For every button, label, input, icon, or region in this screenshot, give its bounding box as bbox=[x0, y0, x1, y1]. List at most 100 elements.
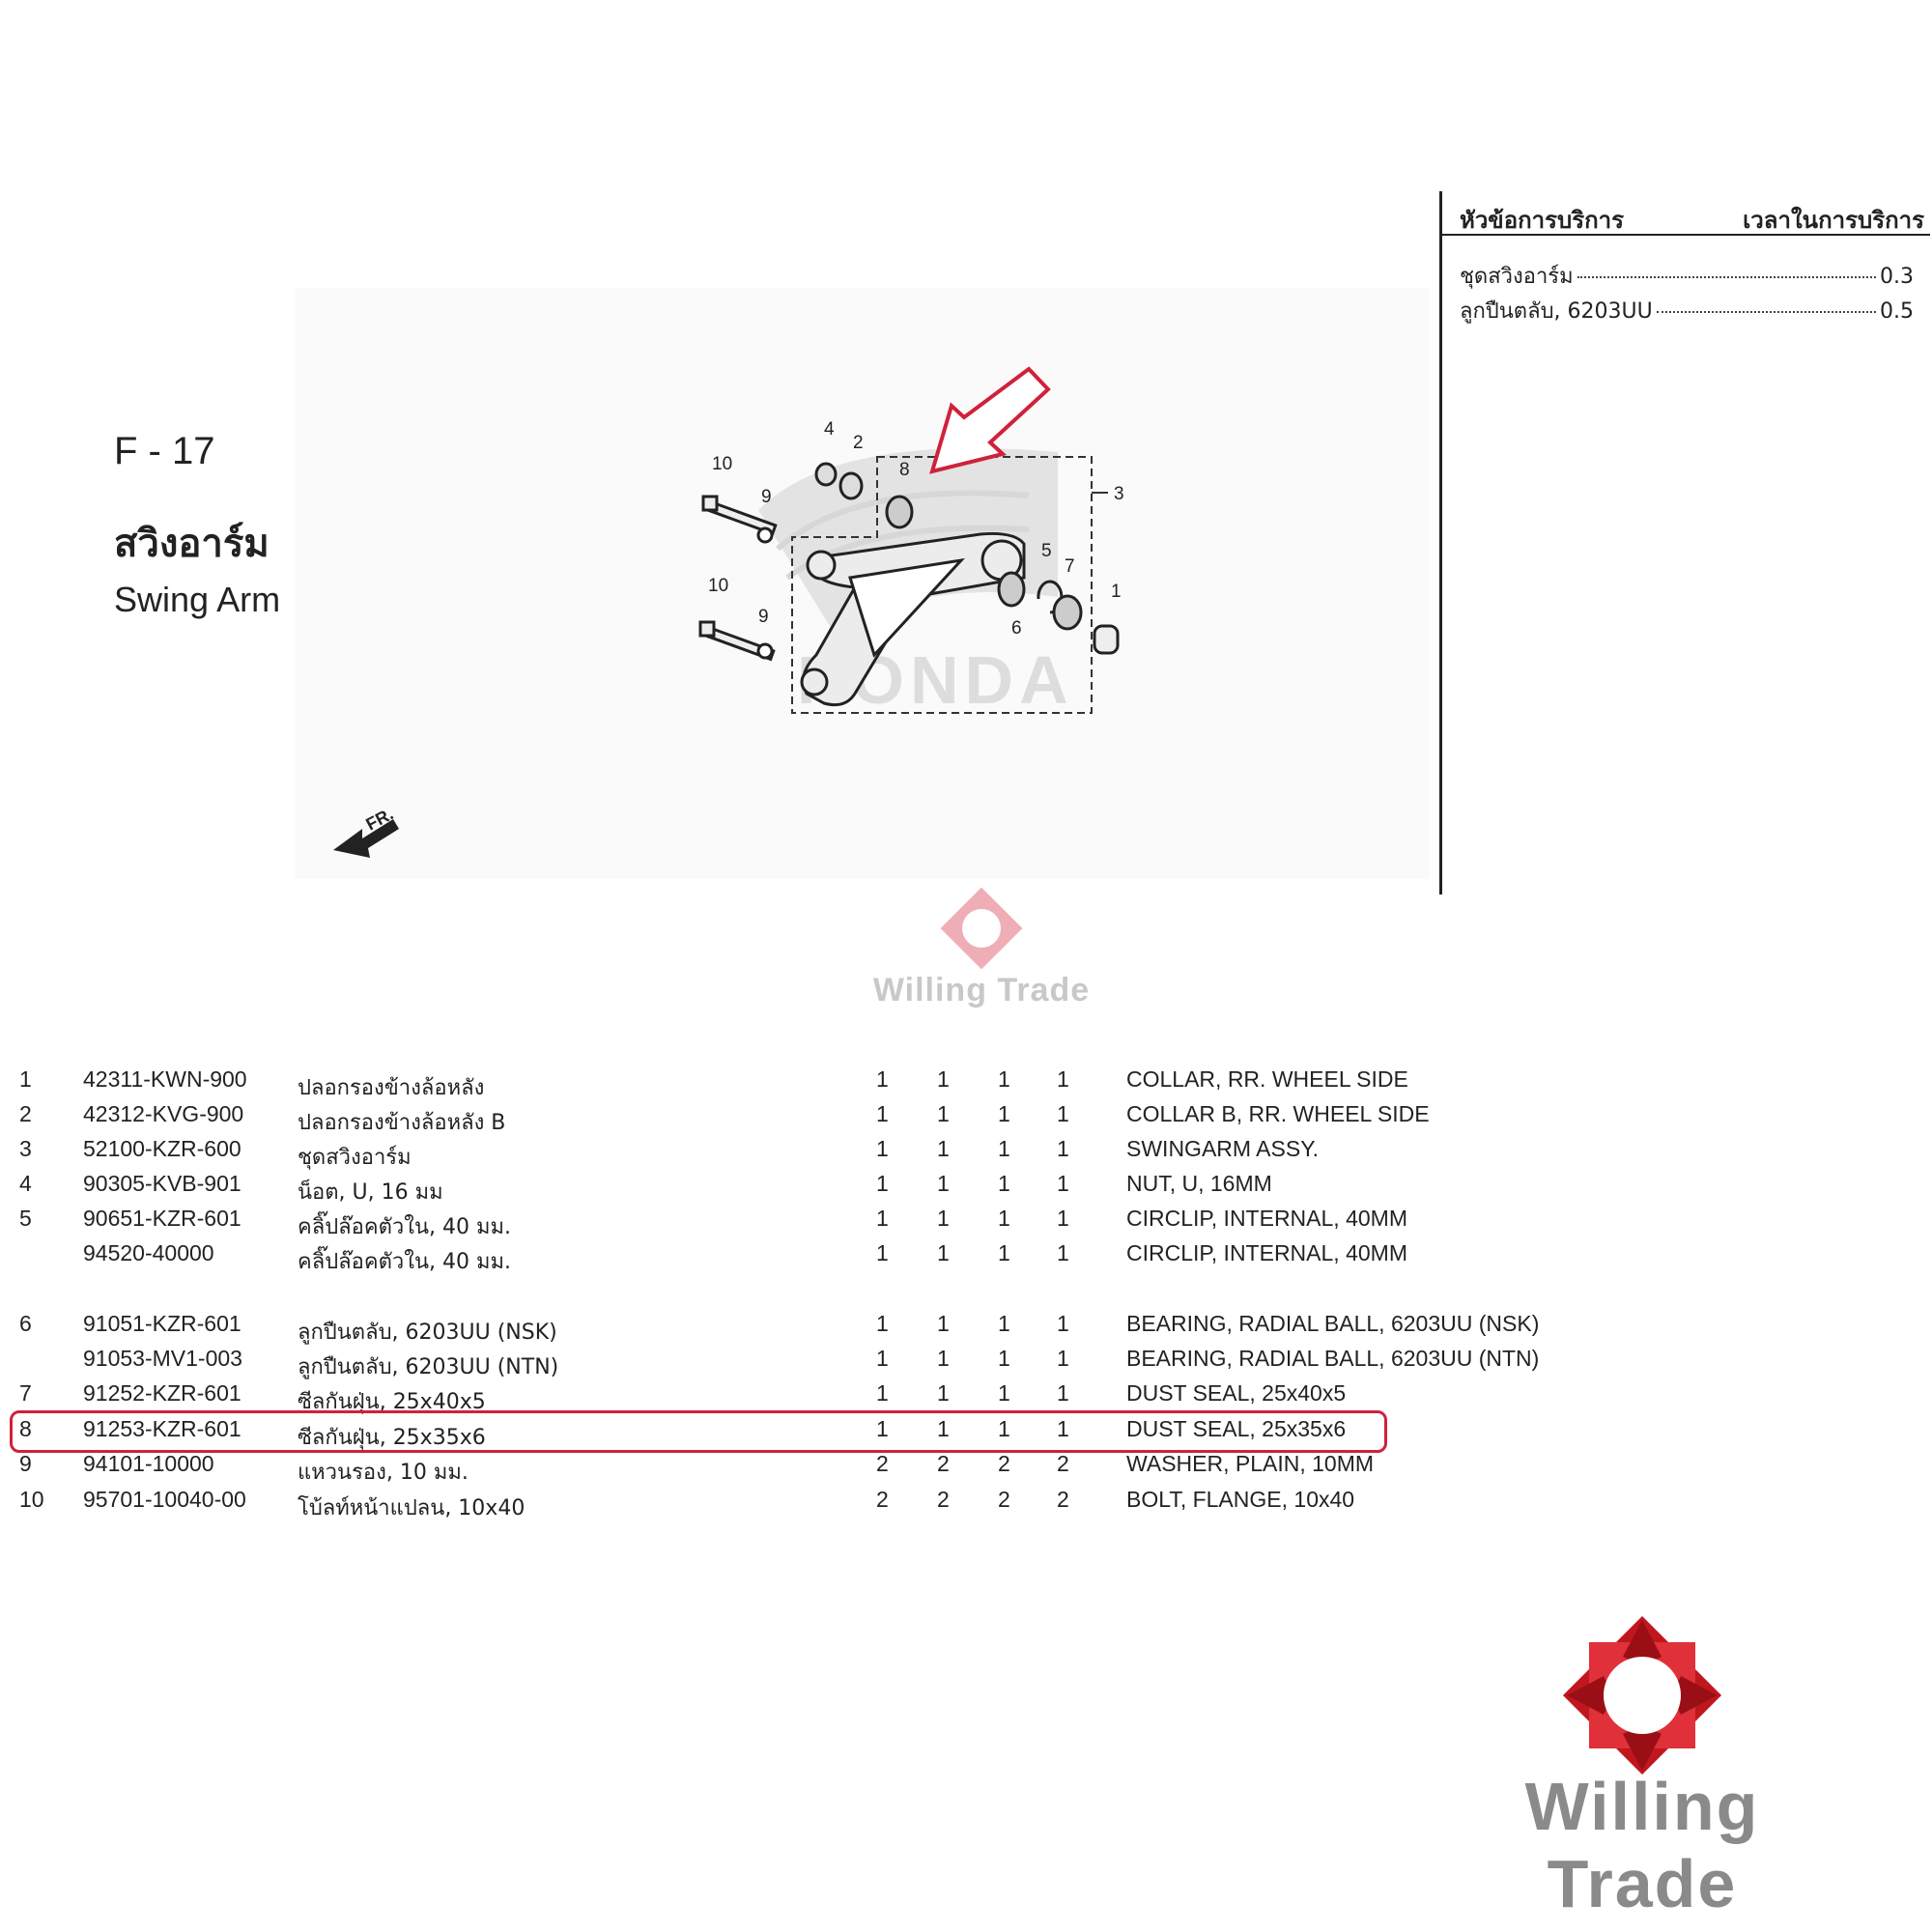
parts-row: 94520-40000 คลิ๊ปล๊อคตัวใน, 40 มม. 1 1 1… bbox=[0, 1236, 1932, 1274]
qty: 1 bbox=[998, 1066, 1010, 1092]
part-name-thai: ชุดสวิงอาร์ม bbox=[298, 1146, 412, 1170]
callout-label: 9 bbox=[761, 487, 772, 507]
part-index: 3 bbox=[19, 1136, 32, 1161]
service-panel-header: หัวข้อการบริการ เวลาในการบริการ bbox=[1442, 191, 1930, 236]
parts-row: 5 90651-KZR-601 คลิ๊ปล๊อคตัวใน, 40 มม. 1… bbox=[0, 1202, 1932, 1239]
callout-label: 9 bbox=[758, 607, 769, 627]
part-name-thai: โบ้ลท์หน้าแปลน, 10x40 bbox=[298, 1496, 526, 1520]
part-index: 7 bbox=[19, 1380, 32, 1406]
part-name-english: COLLAR B, RR. WHEEL SIDE bbox=[1126, 1101, 1430, 1126]
washer-lower bbox=[756, 642, 774, 660]
collar-part bbox=[1093, 624, 1120, 655]
assembly-bracket bbox=[791, 456, 1093, 714]
qty: 1 bbox=[937, 1101, 950, 1126]
swing-arm-part bbox=[800, 532, 1026, 707]
part-name-english: WASHER, PLAIN, 10MM bbox=[1126, 1451, 1375, 1476]
part-number: 42311-KWN-900 bbox=[83, 1066, 247, 1092]
callout-label: 5 bbox=[1041, 541, 1052, 561]
parts-row: 10 95701-10040-00 โบ้ลท์หน้าแปลน, 10x40 … bbox=[0, 1483, 1932, 1520]
qty: 2 bbox=[998, 1451, 1010, 1476]
part-number: 91053-MV1-003 bbox=[83, 1346, 242, 1371]
dust-seal-8-part bbox=[885, 495, 914, 529]
callout-label: 10 bbox=[712, 454, 732, 474]
qty: 2 bbox=[876, 1487, 889, 1512]
qty: 2 bbox=[937, 1487, 950, 1512]
part-index: 1 bbox=[19, 1066, 32, 1092]
qty: 1 bbox=[876, 1380, 889, 1406]
qty: 1 bbox=[998, 1171, 1010, 1196]
parts-row: 6 91051-KZR-601 ลูกปืนตลับ, 6203UU (NSK)… bbox=[0, 1307, 1932, 1345]
qty: 1 bbox=[937, 1346, 950, 1371]
qty: 2 bbox=[937, 1451, 950, 1476]
part-number: 94101-10000 bbox=[83, 1451, 214, 1476]
bolt-upper bbox=[701, 495, 778, 536]
part-number: 90305-KVB-901 bbox=[83, 1171, 242, 1196]
row-highlight-box bbox=[10, 1410, 1387, 1453]
part-index: 6 bbox=[19, 1311, 32, 1336]
part-name-english: COLLAR, RR. WHEEL SIDE bbox=[1126, 1066, 1408, 1092]
qty: 1 bbox=[937, 1136, 950, 1161]
washer-upper bbox=[756, 526, 774, 544]
service-row-label: ชุดสวิงอาร์ม bbox=[1460, 265, 1574, 289]
service-time-heading: เวลาในการบริการ bbox=[1743, 207, 1924, 234]
parts-row-highlighted: 8 91253-KZR-601 ซีลกันฝุ่น, 25x35x6 1 1 … bbox=[0, 1412, 1932, 1450]
exploded-diagram: HONDA 10 bbox=[295, 288, 1430, 879]
part-name-english: DUST SEAL, 25x40x5 bbox=[1126, 1380, 1347, 1406]
callout-label: 2 bbox=[853, 433, 864, 453]
qty: 1 bbox=[937, 1066, 950, 1092]
callout-label: 3 bbox=[1114, 484, 1124, 504]
qty: 1 bbox=[998, 1101, 1010, 1126]
qty: 1 bbox=[1057, 1346, 1069, 1371]
qty: 1 bbox=[937, 1206, 950, 1231]
part-name-english: SWINGARM ASSY. bbox=[1126, 1136, 1319, 1161]
qty: 1 bbox=[1057, 1311, 1069, 1336]
parts-row: 3 52100-KZR-600 ชุดสวิงอาร์ม 1 1 1 1 SWI… bbox=[0, 1132, 1932, 1170]
qty: 1 bbox=[876, 1136, 889, 1161]
part-index: 2 bbox=[19, 1101, 32, 1126]
figure-code: F - 17 bbox=[114, 430, 215, 472]
part-name-english: DUST SEAL, 25x35x6 bbox=[1126, 1416, 1347, 1441]
part-index: 5 bbox=[19, 1206, 32, 1231]
bearing-part bbox=[997, 571, 1026, 608]
watermark-logo-icon bbox=[940, 887, 1023, 970]
qty: 1 bbox=[876, 1101, 889, 1126]
part-name-thai: แหวนรอง, 10 มม. bbox=[298, 1461, 469, 1485]
qty: 1 bbox=[998, 1206, 1010, 1231]
part-name-thai: ปลอกรองข้างล้อหลัง B bbox=[298, 1111, 506, 1135]
service-item-heading: หัวข้อการบริการ bbox=[1460, 207, 1625, 234]
willing-trade-text: Willing Trade bbox=[1524, 1769, 1760, 1921]
service-row: ลูกปืนตลับ, 6203UU 0.5 bbox=[1460, 294, 1914, 327]
callout-label: 4 bbox=[824, 419, 835, 440]
qty: 1 bbox=[998, 1346, 1010, 1371]
qty: 2 bbox=[1057, 1487, 1069, 1512]
watermark-small: Willing Trade bbox=[866, 885, 1097, 1030]
part-number: 91252-KZR-601 bbox=[83, 1380, 242, 1406]
parts-row: 4 90305-KVB-901 น็อต, U, 16 มม 1 1 1 1 N… bbox=[0, 1167, 1932, 1205]
pointer-arrow bbox=[929, 366, 1051, 474]
parts-row: 1 42311-KWN-900 ปลอกรองข้างล้อหลัง 1 1 1… bbox=[0, 1063, 1932, 1100]
service-row-value: 0.5 bbox=[1880, 299, 1914, 324]
callouts: 10 9 4 2 8 3 5 7 1 6 10 9 bbox=[708, 419, 1124, 639]
qty: 1 bbox=[876, 1311, 889, 1336]
callout-label: 1 bbox=[1111, 582, 1122, 602]
part-number: 94520-40000 bbox=[83, 1240, 214, 1265]
qty: 1 bbox=[937, 1240, 950, 1265]
qty: 1 bbox=[1057, 1206, 1069, 1231]
qty: 2 bbox=[1057, 1451, 1069, 1476]
qty: 1 bbox=[1057, 1380, 1069, 1406]
qty: 1 bbox=[876, 1066, 889, 1092]
part-name-thai: คลิ๊ปล๊อคตัวใน, 40 มม. bbox=[298, 1215, 511, 1239]
qty: 1 bbox=[1057, 1066, 1069, 1092]
part-name-english: BOLT, FLANGE, 10x40 bbox=[1126, 1487, 1355, 1512]
part-index: 9 bbox=[19, 1451, 32, 1476]
nut-part bbox=[814, 462, 838, 487]
callout-label: 8 bbox=[899, 460, 910, 480]
willing-trade-logo-icon bbox=[1562, 1615, 1722, 1776]
part-name-thai: ลูกปืนตลับ, 6203UU (NTN) bbox=[298, 1355, 559, 1379]
qty: 1 bbox=[998, 1311, 1010, 1336]
title-english: Swing Arm bbox=[114, 580, 281, 619]
service-row-label: ลูกปืนตลับ, 6203UU bbox=[1460, 299, 1653, 324]
part-number: 90651-KZR-601 bbox=[83, 1206, 242, 1231]
qty: 1 bbox=[876, 1240, 889, 1265]
part-index: 8 bbox=[19, 1416, 32, 1441]
